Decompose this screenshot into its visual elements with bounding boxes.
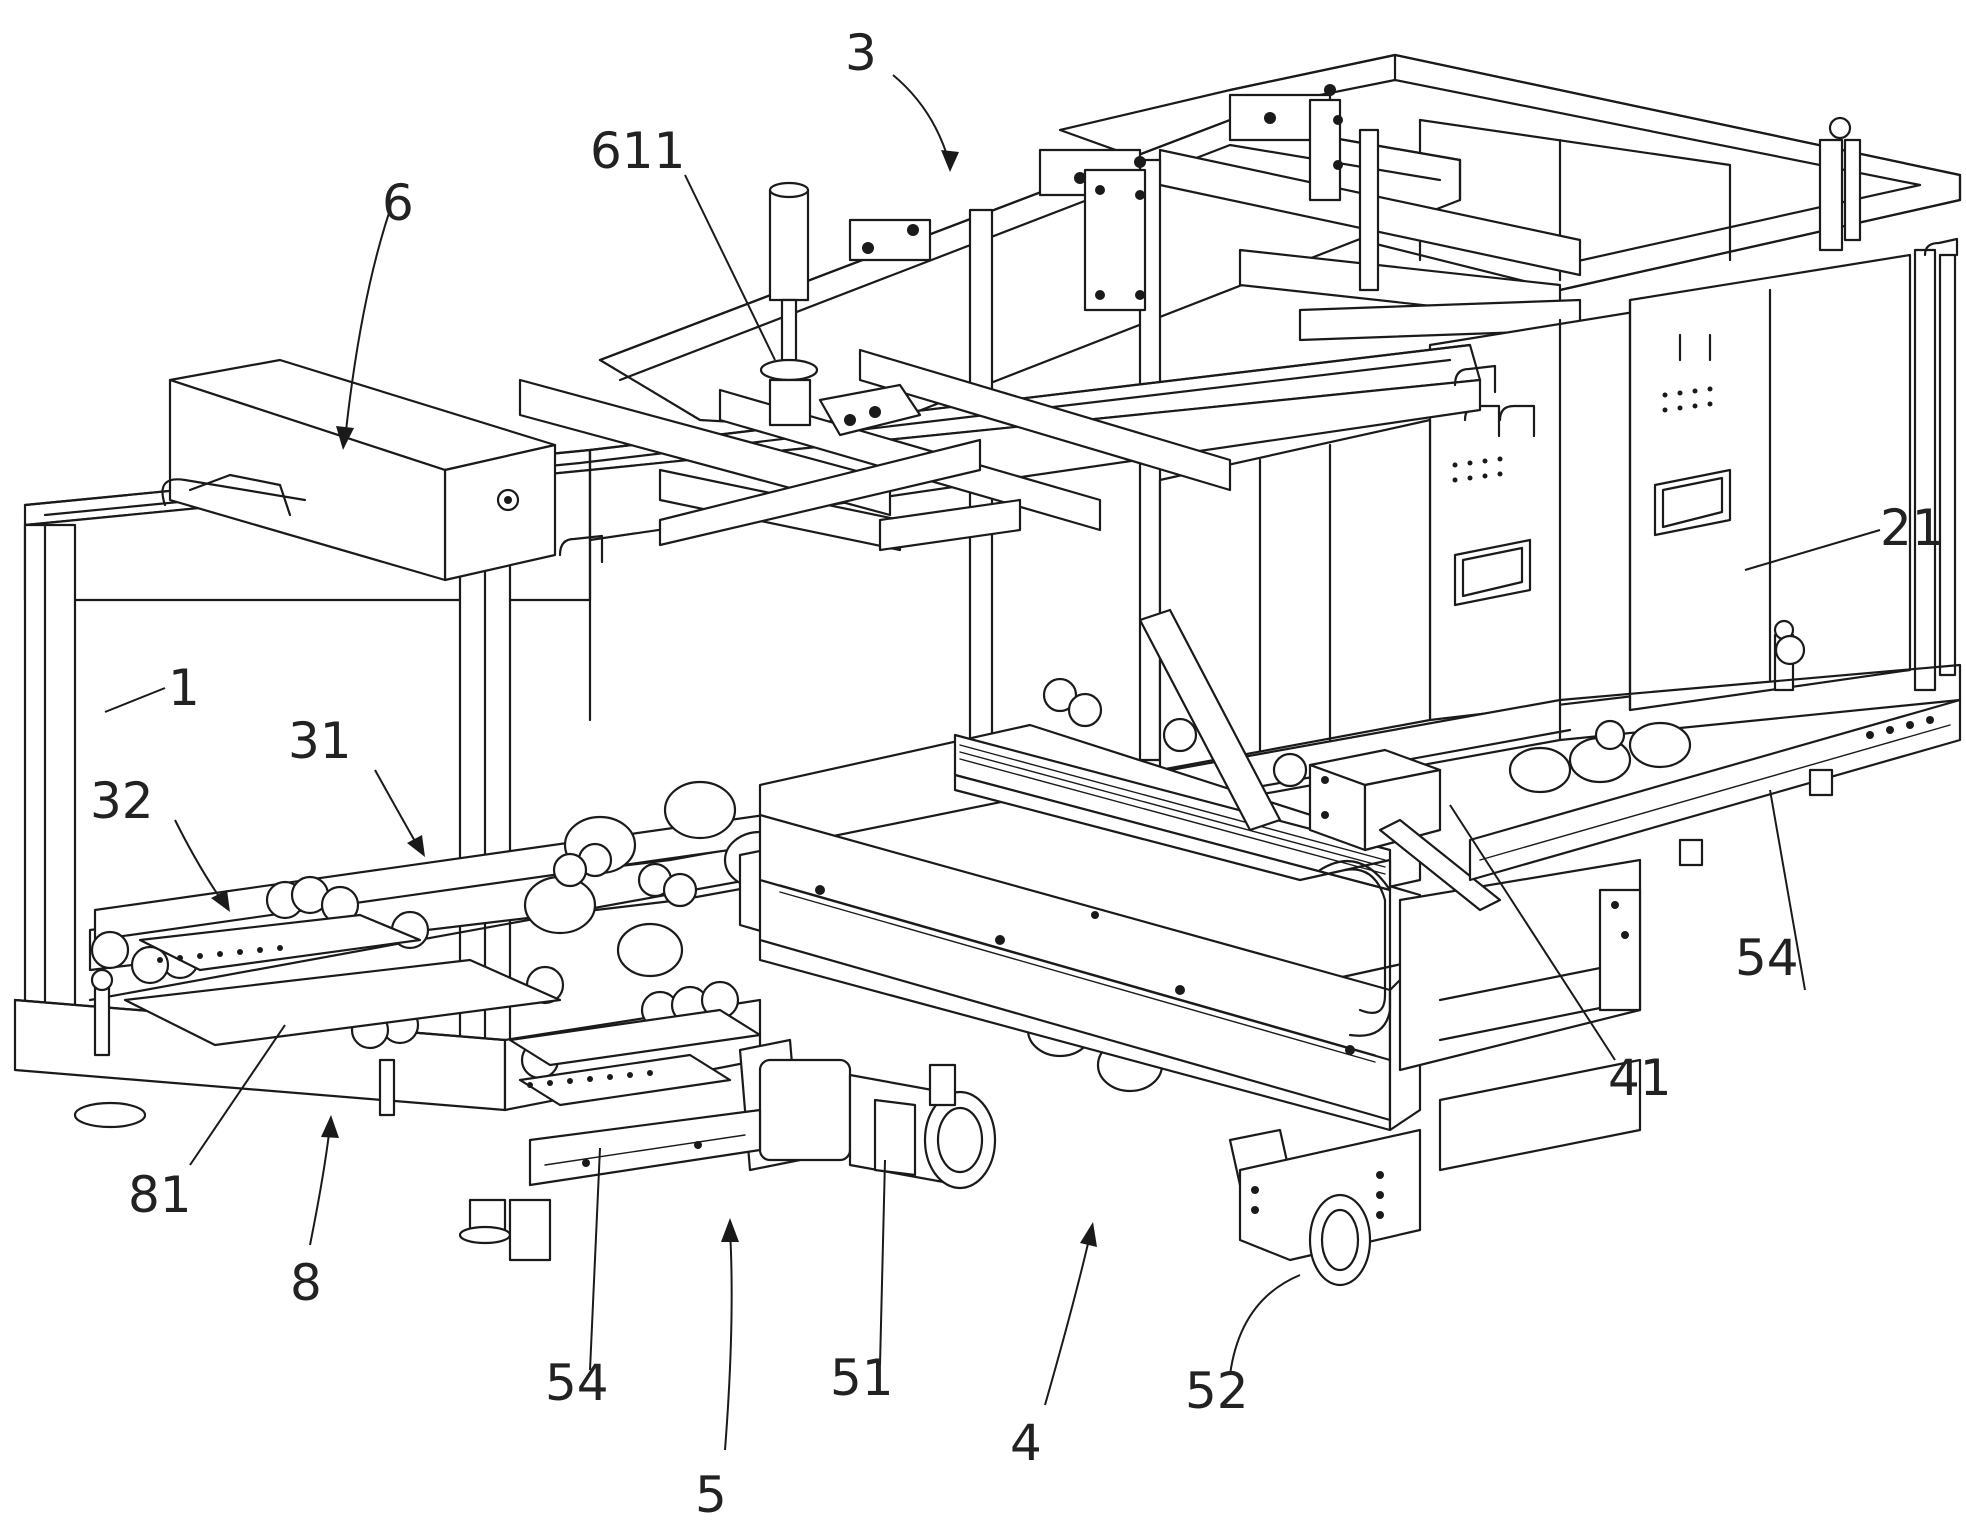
label-54-right: 54	[1735, 929, 1799, 987]
label-21: 21	[1880, 499, 1944, 557]
label-54-left: 54	[545, 1354, 609, 1412]
reference-labels: 3 611 6 1 31 32 21 54 41 81 8 54 51 4 52…	[90, 24, 1944, 1524]
signal-pole-611	[759, 181, 922, 437]
label-3: 3	[845, 24, 877, 82]
label-41: 41	[1608, 1049, 1672, 1107]
leader-lines	[104, 74, 1881, 1451]
label-611: 611	[590, 122, 685, 180]
label-51: 51	[830, 1349, 894, 1407]
carriage-4	[738, 608, 1642, 1172]
label-6: 6	[382, 174, 414, 232]
label-1: 1	[168, 659, 200, 717]
label-31: 31	[288, 712, 352, 770]
label-81: 81	[128, 1166, 192, 1224]
label-5: 5	[695, 1466, 727, 1524]
label-32: 32	[90, 772, 154, 830]
drive-motor-51	[528, 698, 1962, 1287]
label-4: 4	[1010, 1414, 1042, 1472]
cabinet-21	[1158, 253, 1912, 772]
main-frame-1	[13, 343, 1497, 1262]
electrical-box-6	[161, 358, 557, 582]
label-8: 8	[290, 1254, 322, 1312]
label-52: 52	[1185, 1362, 1249, 1420]
